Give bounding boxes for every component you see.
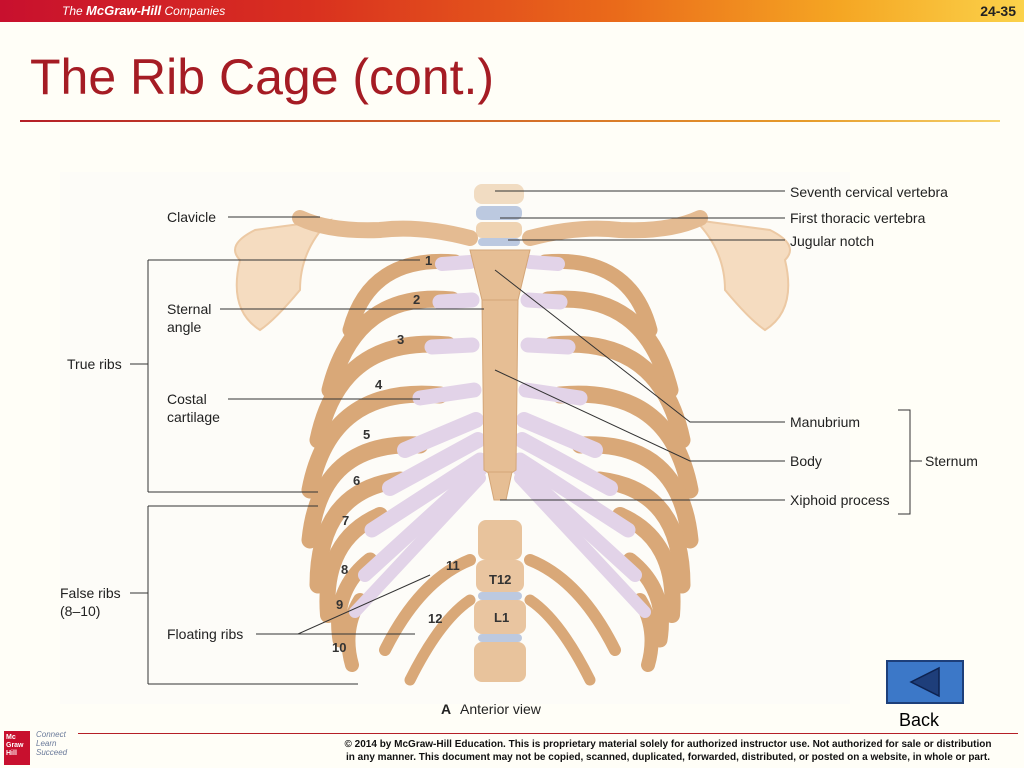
mcgraw-hill-logo: Mc Graw Hill — [4, 731, 30, 765]
label-true-ribs: True ribs — [67, 356, 122, 372]
rib-number-9: 9 — [336, 597, 343, 612]
leader-lines — [130, 190, 922, 685]
caption-letter: A — [441, 701, 451, 717]
rib-number-10: 10 — [332, 640, 346, 655]
rib-number-11: 11 — [446, 558, 460, 573]
label-sternal-angle-line1: Sternal — [167, 301, 211, 317]
label-costal-cartilage-line2: cartilage — [167, 409, 220, 425]
label-xiphoid-process: Xiphoid process — [790, 492, 890, 508]
rib-number-6: 6 — [353, 473, 360, 488]
rib-number-5: 5 — [363, 427, 370, 442]
shoulder-bones — [234, 218, 791, 332]
label-jugular-notch: Jugular notch — [790, 233, 874, 249]
label-seventh-cervical-vertebra: Seventh cervical vertebra — [790, 184, 948, 200]
tagline-connect: Connect — [36, 730, 66, 739]
vertebra-label-l1: L1 — [494, 610, 509, 625]
back-button[interactable] — [886, 660, 964, 704]
label-body: Body — [790, 453, 822, 469]
copyright-notice: © 2014 by McGraw-Hill Education. This is… — [320, 738, 1016, 764]
copyright-line-2: in any manner. This document may not be … — [346, 752, 990, 763]
rib-number-3: 3 — [397, 332, 404, 347]
rib-number-12: 12 — [428, 611, 442, 626]
slide-title: The Rib Cage (cont.) — [30, 49, 495, 105]
label-manubrium: Manubrium — [790, 414, 860, 430]
caption-text: Anterior view — [460, 701, 542, 717]
rib-number-8: 8 — [341, 562, 348, 577]
title-divider — [20, 120, 1000, 122]
costal-cartilages — [349, 255, 651, 618]
back-label[interactable]: Back — [898, 710, 940, 730]
vertebra-label-t12: T12 — [489, 572, 511, 587]
label-false-ribs-line2: (8–10) — [60, 603, 100, 619]
label-first-thoracic-vertebra: First thoracic vertebra — [790, 210, 926, 226]
left-triangle-icon — [909, 666, 940, 698]
footer-divider — [78, 733, 1018, 734]
copyright-line-1: © 2014 by McGraw-Hill Education. This is… — [344, 739, 992, 750]
clavicles — [292, 210, 708, 246]
tagline-succeed: Succeed — [36, 748, 68, 757]
label-clavicle: Clavicle — [167, 209, 216, 225]
label-floating-ribs: Floating ribs — [167, 626, 243, 642]
vertebral-column — [474, 184, 526, 682]
rib-number-1: 1 — [425, 253, 432, 268]
rib-number-7: 7 — [342, 513, 349, 528]
rib-number-2: 2 — [413, 292, 420, 307]
slide-number: 24-35 — [980, 3, 1016, 19]
top-banner: The McGraw-Hill Companies 24-35 — [0, 0, 1024, 22]
footer-tagline: Connect Learn Succeed — [36, 730, 67, 757]
tagline-learn: Learn — [36, 739, 57, 748]
rib-cage — [301, 253, 699, 686]
rib-number-4: 4 — [375, 377, 383, 392]
label-false-ribs-line1: False ribs — [60, 585, 121, 601]
label-costal-cartilage-line1: Costal — [167, 391, 207, 407]
label-sternum: Sternum — [925, 453, 978, 469]
label-sternal-angle-line2: angle — [167, 319, 201, 335]
publisher-brand: The McGraw-Hill Companies — [62, 3, 226, 18]
